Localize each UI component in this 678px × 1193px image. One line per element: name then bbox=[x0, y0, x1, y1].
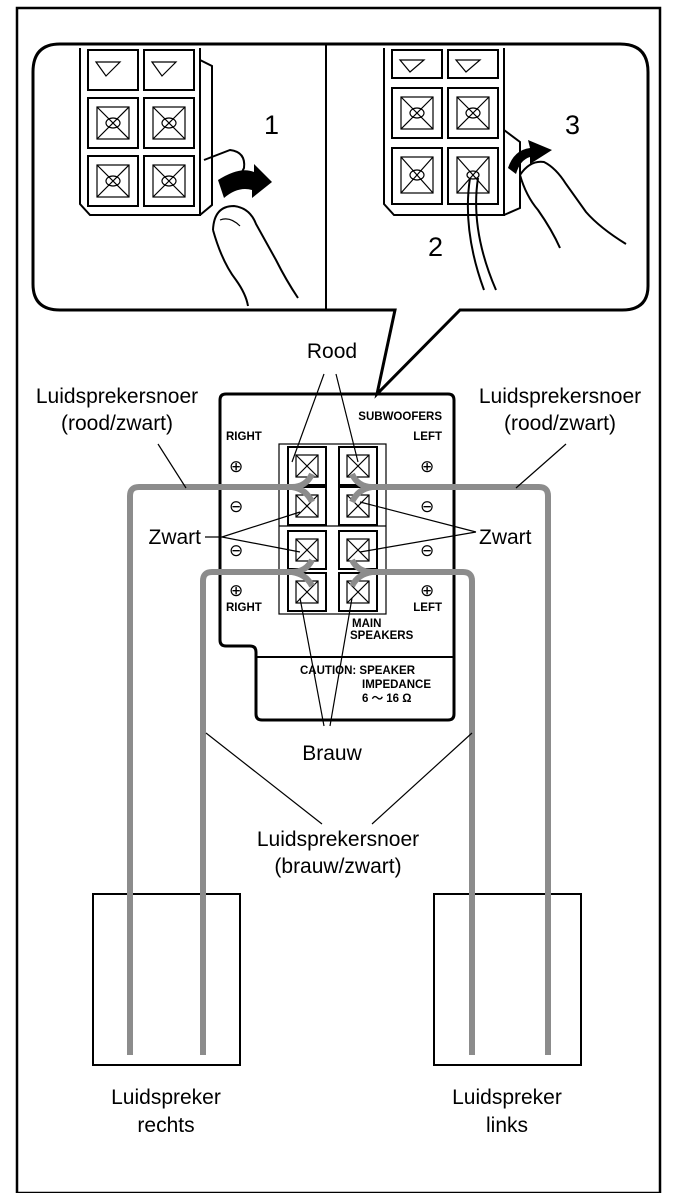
plus-icon: ⊕ bbox=[420, 581, 434, 601]
panel-left-top: LEFT bbox=[413, 431, 442, 443]
cord-inserted bbox=[466, 177, 485, 291]
label-speaker-left-1: Luidspreker bbox=[452, 1086, 562, 1109]
minus-icon: ⊖ bbox=[229, 541, 243, 561]
step-2-number: 2 bbox=[428, 232, 443, 262]
panel-speakers: SPEAKERS bbox=[350, 630, 414, 642]
label-zwart-left: Zwart bbox=[149, 526, 202, 549]
push-arrow bbox=[218, 164, 272, 198]
cord-subwoofer-left-black bbox=[349, 472, 551, 1055]
panel-right-top: RIGHT bbox=[226, 431, 262, 443]
step-3-number: 3 bbox=[565, 110, 580, 140]
label-speaker-right-2: rechts bbox=[137, 1114, 194, 1137]
plus-icon: ⊕ bbox=[420, 457, 434, 477]
terminal-panel: SUBWOOFERS RIGHT LEFT RIGHT LEFT MAIN SP… bbox=[218, 392, 456, 722]
release-arrow bbox=[508, 140, 552, 174]
panel-terminals bbox=[287, 446, 378, 612]
step-1-number: 1 bbox=[264, 110, 279, 140]
outer-frame bbox=[15, 6, 662, 1193]
cord-subwoofer-right-black bbox=[127, 472, 315, 1055]
minus-icon: ⊖ bbox=[229, 497, 243, 517]
cord-main-left bbox=[349, 558, 475, 1055]
panel-caution: CAUTION: SPEAKER bbox=[300, 665, 416, 677]
speaker-left-box bbox=[433, 893, 582, 1066]
speaker-cords bbox=[127, 472, 551, 1055]
label-cord-main-2: (brauw/zwart) bbox=[274, 855, 401, 878]
lever-open bbox=[203, 148, 246, 177]
minus-icon: ⊖ bbox=[420, 497, 434, 517]
inset-right bbox=[383, 48, 627, 291]
cord-main-right bbox=[200, 558, 315, 1055]
label-cord-right-1: Luidsprekersnoer bbox=[479, 385, 641, 408]
label-cord-right-2: (rood/zwart) bbox=[504, 412, 616, 435]
inset-left-terminals bbox=[87, 49, 195, 207]
label-brauw: Brauw bbox=[302, 742, 362, 765]
label-zwart-right: Zwart bbox=[479, 526, 532, 549]
label-speaker-right-1: Luidspreker bbox=[111, 1086, 221, 1109]
inset-left bbox=[79, 48, 299, 307]
label-rood: Rood bbox=[307, 340, 357, 363]
terminal-frame bbox=[278, 443, 387, 615]
label-speaker-left-2: links bbox=[486, 1114, 528, 1137]
finger-right bbox=[519, 160, 627, 245]
speaker-right-box bbox=[92, 893, 241, 1066]
minus-icon: ⊖ bbox=[420, 541, 434, 561]
label-cord-left-2: (rood/zwart) bbox=[61, 412, 173, 435]
label-cord-left-1: Luidsprekersnoer bbox=[36, 385, 198, 408]
panel-impedance-value: 6 ～ 16 Ω bbox=[362, 693, 412, 705]
label-cord-main-1: Luidsprekersnoer bbox=[257, 828, 419, 851]
panel-main: MAIN bbox=[352, 618, 381, 630]
inset-right-terminals bbox=[391, 49, 499, 205]
panel-subwoofers: SUBWOOFERS bbox=[358, 411, 442, 423]
leader-lines bbox=[157, 373, 567, 825]
plus-icon: ⊕ bbox=[229, 581, 243, 601]
panel-impedance: IMPEDANCE bbox=[362, 679, 431, 691]
panel-right-bottom: RIGHT bbox=[226, 602, 262, 614]
plus-icon: ⊕ bbox=[229, 457, 243, 477]
finger-left bbox=[212, 204, 299, 299]
panel-left-bottom: LEFT bbox=[413, 602, 442, 614]
